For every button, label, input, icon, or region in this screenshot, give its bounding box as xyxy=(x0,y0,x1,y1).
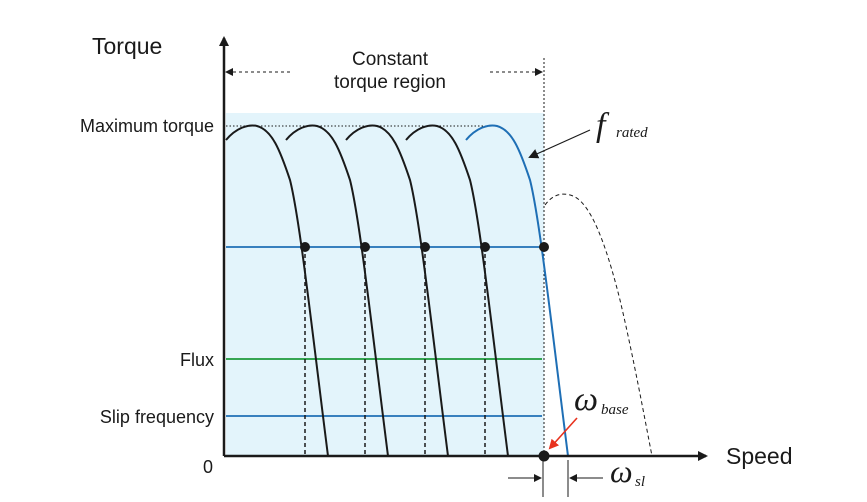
x-axis-label: Speed xyxy=(726,443,793,469)
omega-base-symbol: ω xyxy=(574,381,598,418)
torque-curve-rated xyxy=(465,124,569,457)
omega-base-arrow xyxy=(548,417,578,450)
f-rated-symbol: f xyxy=(596,107,610,144)
region-title-line1: Constant xyxy=(352,49,429,70)
omega-base-subscript: base xyxy=(601,402,629,418)
torque-curves xyxy=(225,124,653,457)
region-title-line2: torque region xyxy=(334,72,446,93)
f-rated-pointer-arrow xyxy=(528,129,591,159)
torque-curve-4 xyxy=(405,124,509,457)
omega-sl-subscript: sl xyxy=(635,474,645,490)
operating-point-4 xyxy=(480,242,490,252)
base-speed-point xyxy=(538,450,550,462)
torque-curve-2 xyxy=(285,124,389,457)
flux-label: Flux xyxy=(180,350,214,370)
slip-frequency-label: Slip frequency xyxy=(100,407,214,427)
operating-point-1 xyxy=(300,242,310,252)
f-rated-subscript: rated xyxy=(616,125,648,141)
operating-point-3 xyxy=(420,242,430,252)
omega-sl-symbol: ω xyxy=(610,453,633,489)
operating-points xyxy=(300,242,549,252)
operating-point-2 xyxy=(360,242,370,252)
origin-label: 0 xyxy=(203,457,213,477)
torque-curve-1 xyxy=(225,124,329,457)
torque-curve-above-base xyxy=(544,193,653,457)
max-torque-label: Maximum torque xyxy=(80,116,214,136)
y-axis-label: Torque xyxy=(92,33,162,59)
constant-torque-region xyxy=(226,113,544,456)
torque-curve-3 xyxy=(345,124,449,457)
operating-point-5 xyxy=(539,242,549,252)
slip-width-marker xyxy=(508,460,603,497)
